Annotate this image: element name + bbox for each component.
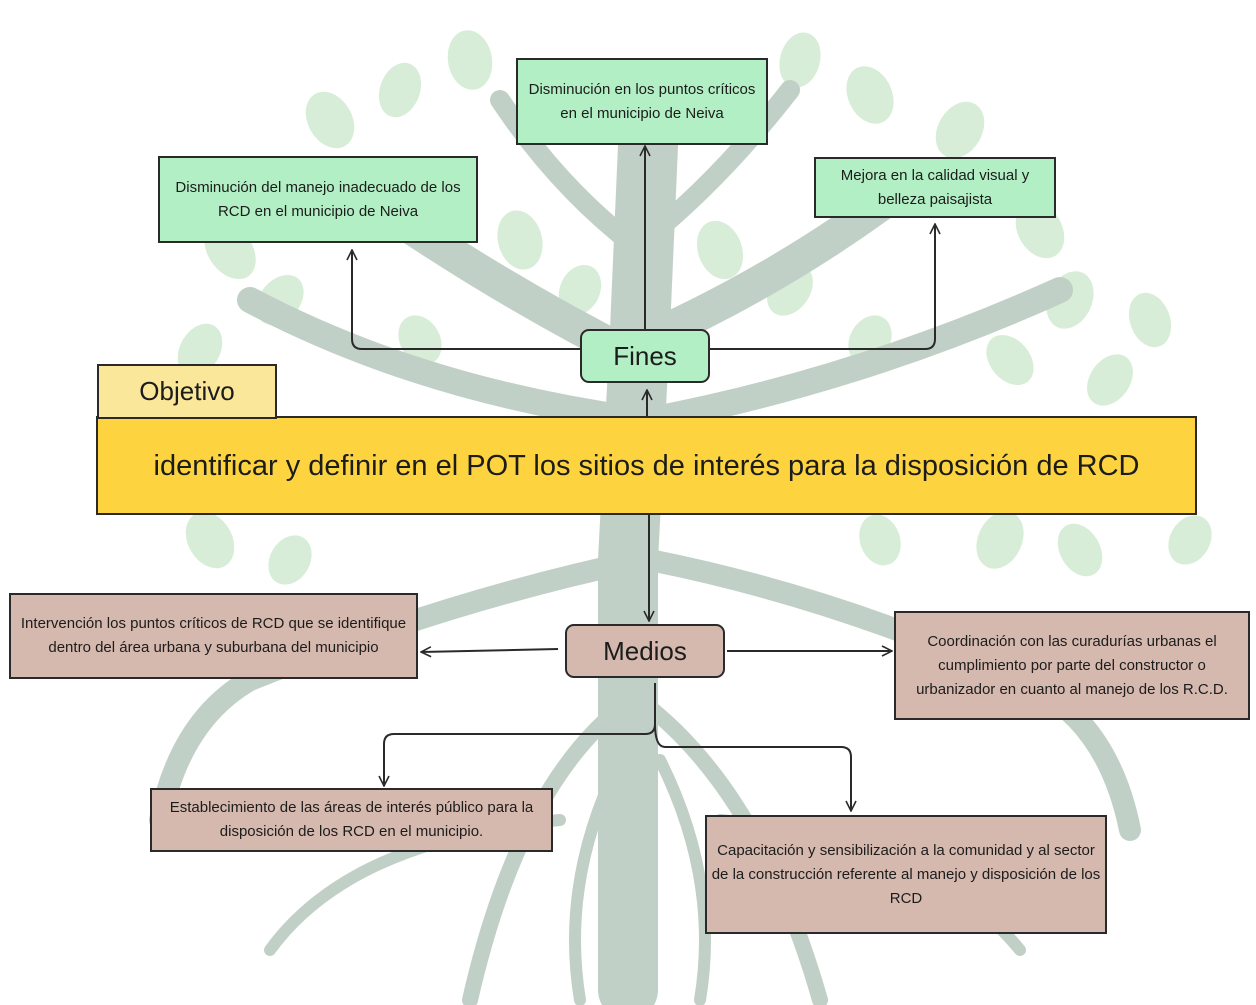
fin-node-manejo: Disminución del manejo inadecuado de los… [158,156,478,243]
medio-node-capacitacion: Capacitación y sensibilización a la comu… [705,815,1107,934]
fin-node-puntos-criticos: Disminución en los puntos críticos en el… [516,58,768,145]
objective-tag-label: Objetivo [139,376,235,406]
objective-tag: Objetivo [97,364,277,419]
fin-node-calidad-visual: Mejora en la calidad visual y belleza pa… [814,157,1056,218]
medio-node-coordinacion: Coordinación con las curadurías urbanas … [894,611,1250,720]
medio-node-coordinacion-text: Coordinación con las curadurías urbanas … [916,632,1228,698]
fin-node-puntos-criticos-text: Disminución en los puntos críticos en el… [528,80,756,122]
fines-hub-label: Fines [613,340,677,371]
medio-node-establecimiento: Establecimiento de las áreas de interés … [150,788,553,852]
medios-hub-label: Medios [603,635,687,666]
medios-hub: Medios [565,624,725,678]
tree-leaves [177,30,1212,585]
objective-statement: identificar y definir en el POT los siti… [96,416,1197,515]
fin-node-calidad-visual-text: Mejora en la calidad visual y belleza pa… [840,166,1030,208]
medio-node-capacitacion-text: Capacitación y sensibilización a la comu… [711,841,1101,907]
fin-node-manejo-text: Disminución del manejo inadecuado de los… [175,178,461,220]
medio-node-intervencion: Intervención los puntos críticos de RCD … [9,593,418,679]
fines-hub: Fines [580,329,710,383]
medio-node-intervencion-text: Intervención los puntos críticos de RCD … [20,615,407,656]
medio-node-establecimiento-text: Establecimiento de las áreas de interés … [169,799,534,840]
objective-statement-text: identificar y definir en el POT los siti… [153,449,1140,482]
